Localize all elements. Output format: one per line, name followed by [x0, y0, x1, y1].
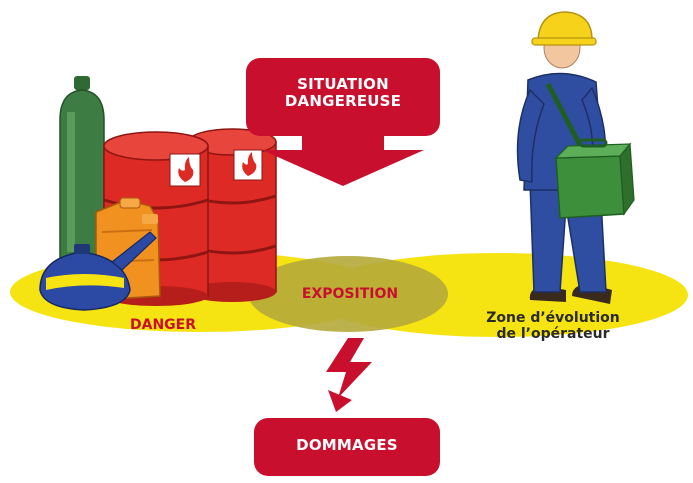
zone-label-line2: de l’opérateur [496, 326, 610, 343]
flammable-symbol-icon [178, 157, 194, 182]
zone-label-line1: Zone d’évolution [486, 310, 620, 326]
situation-label-line1: SITUATION [297, 75, 389, 93]
gas-cylinder-icon [59, 76, 105, 266]
exposition-overlap-ellipse [248, 256, 448, 332]
flammable-symbol-icon [242, 152, 257, 176]
situation-dangereuse-label: SITUATION DANGEREUSE [248, 75, 438, 111]
exposition-label: EXPOSITION [301, 286, 399, 302]
danger-label: DANGER [129, 317, 196, 333]
lightning-arrow-icon [326, 338, 372, 412]
situation-label-line2: DANGEREUSE [284, 92, 402, 111]
toolbox-icon [554, 138, 635, 219]
oil-can-icon [39, 231, 157, 311]
operator-zone-label: Zone d’évolution de l’opérateur [468, 310, 638, 342]
dommages-box [254, 418, 440, 476]
dommages-label: DOMMAGES [296, 436, 398, 454]
situation-dangereuse-arrow-box [246, 58, 440, 186]
